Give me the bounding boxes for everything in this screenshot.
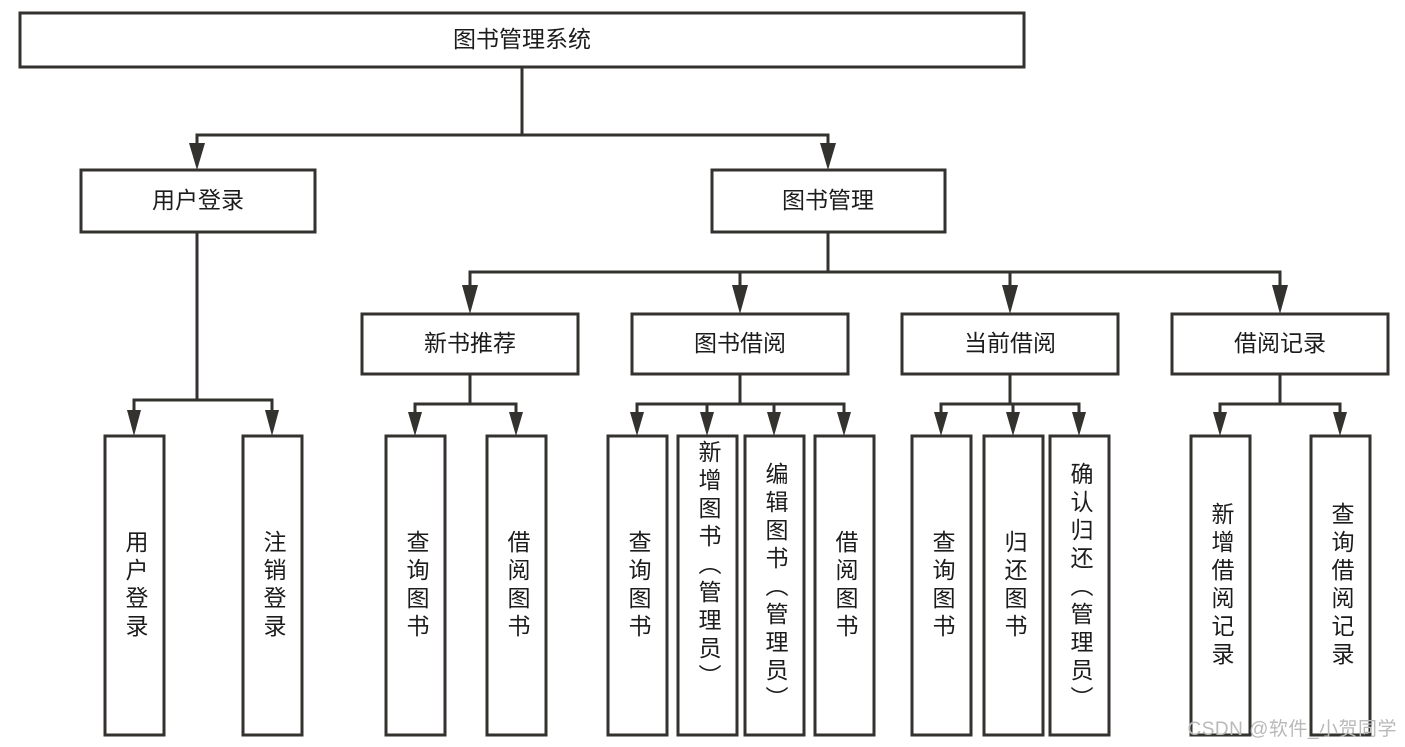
node-label-root: 图书管理系统: [453, 26, 591, 52]
node-label-current-borrow: 当前借阅: [964, 330, 1056, 356]
node-box-leaf-query-record[interactable]: [1309, 434, 1372, 737]
arrow-head-icon: [934, 412, 948, 436]
node-box-leaf-query-book-2[interactable]: [606, 434, 669, 737]
node-layer: 图书管理系统 用户登录 图书管理 新书推荐 图书借阅 当前借阅 借阅记录: [18, 11, 1390, 737]
node-box-current-borrow[interactable]: [900, 312, 1120, 376]
node-box-leaf-return-book[interactable]: [982, 434, 1045, 737]
node-box-leaf-query-book-1[interactable]: [384, 434, 447, 737]
arrow-head-icon: [1333, 412, 1347, 436]
node-box-leaf-user-login[interactable]: [103, 434, 166, 737]
node-box-root[interactable]: [18, 11, 1026, 69]
node-box-user-login[interactable]: [79, 168, 317, 234]
node-label-new-book-recommend: 新书推荐: [424, 330, 516, 356]
arrow-head-icon: [1002, 285, 1018, 314]
edge-layer: [127, 65, 1347, 436]
arrow-head-icon: [732, 285, 748, 314]
arrow-head-icon: [700, 412, 714, 436]
node-box-leaf-add-record[interactable]: [1189, 434, 1252, 737]
arrow-head-icon: [820, 143, 836, 170]
arrow-head-icon: [127, 410, 141, 436]
arrow-head-icon: [630, 412, 644, 436]
arrow-head-icon: [408, 412, 422, 436]
node-box-leaf-add-book[interactable]: [676, 434, 739, 737]
watermark-text: CSDN @软件_小贺同学: [1187, 719, 1397, 740]
node-box-leaf-borrow-book-1[interactable]: [485, 434, 548, 737]
arrow-head-icon: [1213, 412, 1227, 436]
node-box-book-borrow[interactable]: [630, 312, 850, 376]
node-box-book-management[interactable]: [710, 168, 947, 234]
arrow-head-icon: [1272, 285, 1288, 314]
arrow-head-icon: [509, 412, 523, 436]
node-label-book-borrow: 图书借阅: [694, 330, 786, 356]
node-label-user-login: 用户登录: [152, 187, 244, 213]
node-box-leaf-edit-book[interactable]: [743, 434, 806, 737]
node-box-new-book-recommend[interactable]: [360, 312, 580, 376]
arrow-head-icon: [767, 412, 781, 436]
node-box-leaf-query-book-3[interactable]: [910, 434, 973, 737]
node-box-leaf-confirm-return[interactable]: [1048, 434, 1111, 737]
node-label-book-management: 图书管理: [782, 187, 874, 213]
node-box-leaf-user-logout[interactable]: [241, 434, 304, 737]
arrow-head-icon: [462, 285, 478, 314]
arrow-head-icon: [189, 143, 205, 170]
node-box-borrow-records[interactable]: [1170, 312, 1390, 376]
node-label-borrow-records: 借阅记录: [1234, 330, 1326, 356]
arrow-head-icon: [837, 412, 851, 436]
arrow-head-icon: [265, 410, 279, 436]
arrow-head-icon: [1006, 412, 1020, 436]
arrow-head-icon: [1072, 412, 1086, 436]
node-box-leaf-borrow-book-2[interactable]: [813, 434, 876, 737]
